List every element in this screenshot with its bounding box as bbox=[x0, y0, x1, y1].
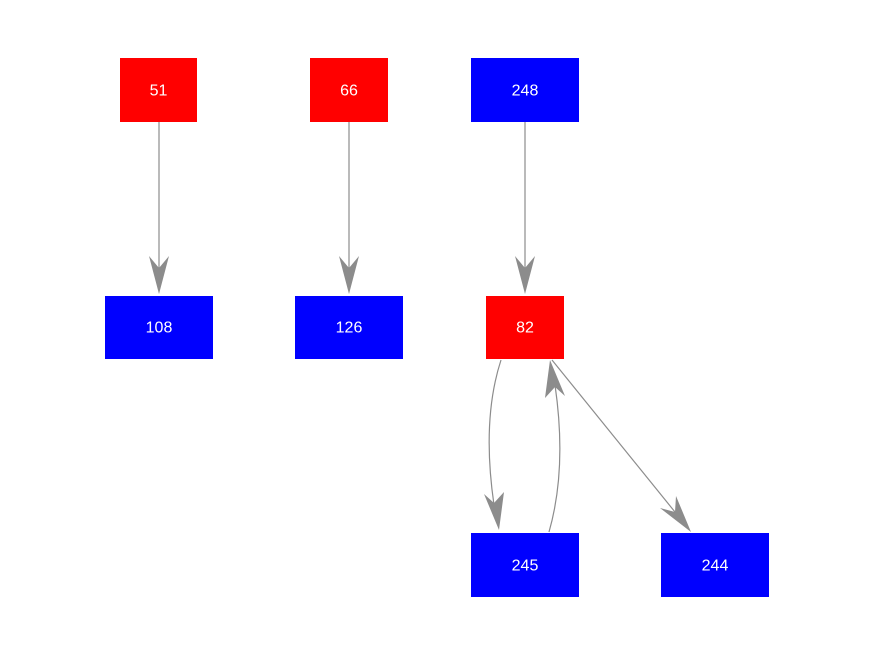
node-66-label: 66 bbox=[340, 83, 358, 100]
node-82-box[interactable] bbox=[486, 296, 564, 359]
edge-82-to-245 bbox=[484, 359, 504, 530]
edge-line bbox=[548, 384, 561, 533]
edge-66-to-126 bbox=[339, 122, 359, 294]
node-108-label: 108 bbox=[146, 320, 173, 337]
node-82[interactable]: 82 bbox=[486, 296, 564, 359]
node-51[interactable]: 51 bbox=[120, 58, 197, 122]
edge-arrowhead bbox=[545, 360, 565, 398]
node-245-label: 245 bbox=[512, 558, 539, 575]
edge-arrowhead bbox=[515, 256, 535, 294]
edge-arrowhead bbox=[149, 256, 169, 294]
node-66-box[interactable] bbox=[310, 58, 388, 122]
node-248-box[interactable] bbox=[471, 58, 579, 122]
node-245[interactable]: 245 bbox=[471, 533, 579, 597]
node-108-box[interactable] bbox=[105, 296, 213, 359]
edge-arrowhead bbox=[484, 492, 504, 530]
node-244-box[interactable] bbox=[661, 533, 769, 597]
node-126-box[interactable] bbox=[295, 296, 403, 359]
node-126-label: 126 bbox=[336, 320, 363, 337]
node-126[interactable]: 126 bbox=[295, 296, 403, 359]
node-82-label: 82 bbox=[516, 320, 534, 337]
edge-245-to-82 bbox=[545, 360, 565, 533]
nodes-layer: 51 66 248 108 126 82 245 244 bbox=[105, 58, 769, 597]
edge-line bbox=[488, 359, 502, 506]
node-244[interactable]: 244 bbox=[661, 533, 769, 597]
node-51-box[interactable] bbox=[120, 58, 197, 122]
edge-82-to-244 bbox=[551, 359, 691, 532]
node-244-label: 244 bbox=[702, 558, 729, 575]
node-108[interactable]: 108 bbox=[105, 296, 213, 359]
node-248[interactable]: 248 bbox=[471, 58, 579, 122]
node-66[interactable]: 66 bbox=[310, 58, 388, 122]
edge-248-to-82 bbox=[515, 122, 535, 294]
edges-layer bbox=[149, 122, 691, 533]
edge-51-to-108 bbox=[149, 122, 169, 294]
edge-arrowhead bbox=[339, 256, 359, 294]
edge-arrowhead bbox=[660, 496, 691, 532]
node-51-label: 51 bbox=[150, 83, 168, 100]
edge-line bbox=[551, 359, 676, 513]
node-245-box[interactable] bbox=[471, 533, 579, 597]
node-248-label: 248 bbox=[512, 83, 539, 100]
